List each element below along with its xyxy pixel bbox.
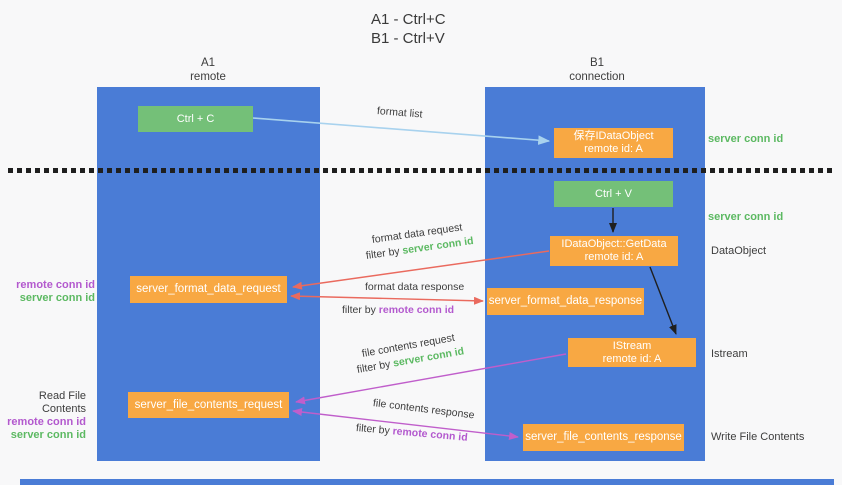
node-server-file-contents-response: server_file_contents_response — [523, 424, 684, 451]
node-server-file-contents-request: server_file_contents_request — [128, 392, 289, 418]
node-ctrl-v: Ctrl + V — [554, 181, 673, 207]
remote-conn-id-keyword: remote conn id — [378, 304, 455, 316]
filter-by-text: filter by — [365, 245, 401, 262]
lifeline-b1-subtitle: connection — [569, 71, 625, 83]
node-save-dataobject-line2: remote id: A — [584, 143, 643, 155]
node-istream-line2: remote id: A — [602, 352, 662, 365]
filter-by-remote-conn-id-label-1: filter by remote conn id — [342, 304, 454, 316]
node-server-format-data-request: server_format_data_request — [130, 276, 287, 303]
node-file-response-label: server_file_contents_response — [525, 431, 682, 443]
filter-by-text: filter by — [355, 358, 392, 376]
lifeline-header-a1: A1 remote — [148, 56, 268, 84]
node-save-dataobject-line1: 保存IDataObject — [573, 130, 654, 142]
lifeline-a1-subtitle: remote — [190, 71, 226, 83]
write-file-contents-note: Write File Contents — [711, 431, 805, 443]
node-getdata-line1: IDataObject::GetData — [561, 238, 667, 250]
node-format-request-label: server_format_data_request — [136, 283, 281, 295]
title-line-1: A1 - Ctrl+C — [371, 11, 446, 28]
node-ctrl-c: Ctrl + C — [138, 106, 253, 132]
node-file-request-label: server_file_contents_request — [134, 398, 283, 411]
node-server-format-data-response: server_format_data_response — [487, 288, 644, 315]
remote-conn-id-keyword: remote conn id — [392, 425, 469, 444]
node-getdata-line2: remote id: A — [584, 251, 644, 263]
lifeline-b1-title: B1 — [589, 57, 605, 69]
file-request-notes: Read File Contents remote conn id server… — [0, 390, 86, 442]
remote-conn-id-note-2: remote conn id — [7, 416, 86, 428]
bottom-blue-bar — [20, 479, 834, 485]
server-conn-id-note-2: server conn id — [10, 429, 86, 441]
filter-by-text: filter by — [342, 304, 376, 316]
title-line-2: B1 - Ctrl+V — [371, 30, 445, 47]
node-istream: IStream remote id: A — [568, 338, 696, 367]
filter-by-text: filter by — [355, 422, 391, 437]
node-format-response-label: server_format_data_response — [488, 295, 643, 307]
node-getdata: IDataObject::GetData remote id: A — [550, 236, 678, 266]
read-file-contents-note: Read File Contents — [38, 390, 86, 415]
dataobject-note: DataObject — [711, 245, 767, 257]
copy-paste-separator-line — [8, 168, 835, 173]
server-conn-id-note-1: server conn id — [19, 292, 95, 304]
lifeline-a1-title: A1 — [200, 57, 216, 69]
node-ctrl-v-label: Ctrl + V — [595, 188, 632, 200]
file-contents-response-label: file contents response — [372, 397, 476, 422]
server-conn-id-note-top: server conn id — [708, 133, 784, 145]
format-request-conn-ids: remote conn id server conn id — [0, 279, 95, 305]
diagram-title: A1 - Ctrl+C B1 - Ctrl+V — [371, 10, 446, 48]
format-data-response-label: format data response — [365, 281, 465, 293]
remote-conn-id-note-1: remote conn id — [16, 279, 95, 291]
lifeline-header-b1: B1 connection — [537, 56, 657, 84]
node-ctrl-c-label: Ctrl + C — [176, 113, 215, 125]
node-istream-line1: IStream — [612, 339, 652, 352]
filter-by-remote-conn-id-label-2: filter by remote conn id — [355, 422, 468, 444]
node-save-dataobject: 保存IDataObject remote id: A — [554, 128, 673, 158]
format-list-label: format list — [376, 105, 423, 121]
server-conn-id-note-mid: server conn id — [708, 211, 784, 223]
istream-note: Istream — [711, 348, 748, 360]
